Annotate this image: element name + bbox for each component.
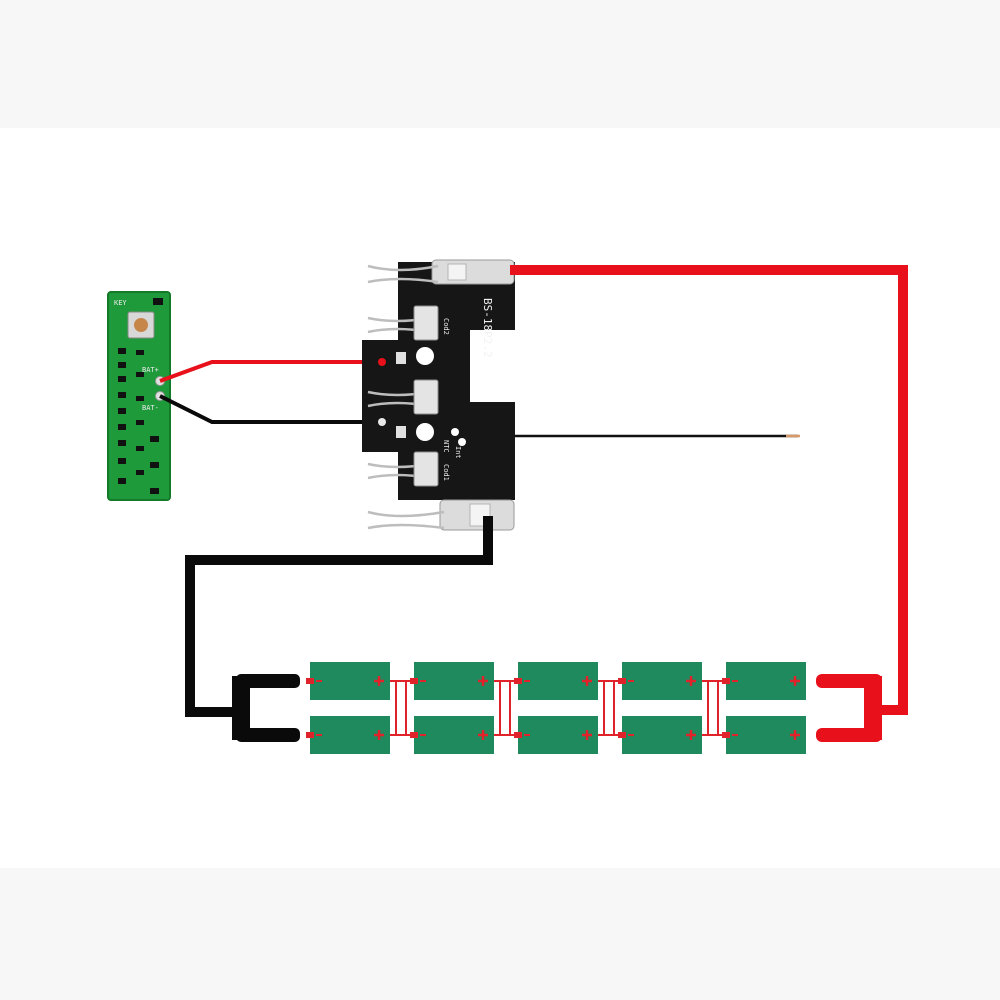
positive-terminal bbox=[431, 259, 515, 285]
signal-pads bbox=[413, 305, 439, 487]
series-jumper bbox=[494, 680, 516, 736]
battery-cell bbox=[514, 662, 598, 700]
cod1-label: Cod1 bbox=[442, 464, 450, 481]
series-jumper bbox=[598, 680, 620, 736]
series-jumper bbox=[702, 680, 724, 736]
battery-cell bbox=[618, 716, 702, 754]
battery-cell bbox=[410, 662, 494, 700]
ntc-label: NTC bbox=[442, 440, 450, 453]
led-negative-wire bbox=[159, 394, 380, 424]
top-margin bbox=[0, 0, 1000, 128]
battery-cell bbox=[306, 662, 390, 700]
series-jumper bbox=[390, 680, 412, 736]
push-button-cap bbox=[134, 318, 148, 332]
battery-cell bbox=[722, 662, 806, 700]
holder-diodes bbox=[396, 352, 406, 438]
led-indicator-board: KEY BAT- BAT+ bbox=[107, 291, 171, 501]
battery-cell bbox=[514, 716, 598, 754]
pack-negative-connector bbox=[232, 674, 300, 742]
main-negative-wire bbox=[185, 516, 493, 717]
bat-minus-label: BAT- bbox=[142, 404, 159, 412]
bottom-margin bbox=[0, 868, 1000, 1000]
led-board-components bbox=[118, 298, 163, 494]
pack-positive-connector bbox=[816, 674, 882, 742]
cod2-label: Cod2 bbox=[442, 318, 450, 335]
holder-holes bbox=[378, 347, 466, 446]
terminal-holder: BS-18P2.2 Cod2 Cod1 Int NTC bbox=[362, 259, 515, 531]
bat-plus-label: BAT+ bbox=[142, 366, 159, 374]
battery-cell bbox=[306, 716, 390, 754]
battery-cell bbox=[722, 716, 806, 754]
int-label: Int bbox=[454, 446, 462, 459]
battery-cell bbox=[618, 662, 702, 700]
battery-cells bbox=[306, 662, 806, 754]
battery-cell bbox=[410, 716, 494, 754]
main-positive-wire bbox=[510, 265, 908, 715]
holder-board-text: BS-18P2.2 bbox=[481, 298, 494, 358]
led-positive-wire bbox=[159, 360, 380, 383]
key-label: KEY bbox=[114, 299, 127, 307]
